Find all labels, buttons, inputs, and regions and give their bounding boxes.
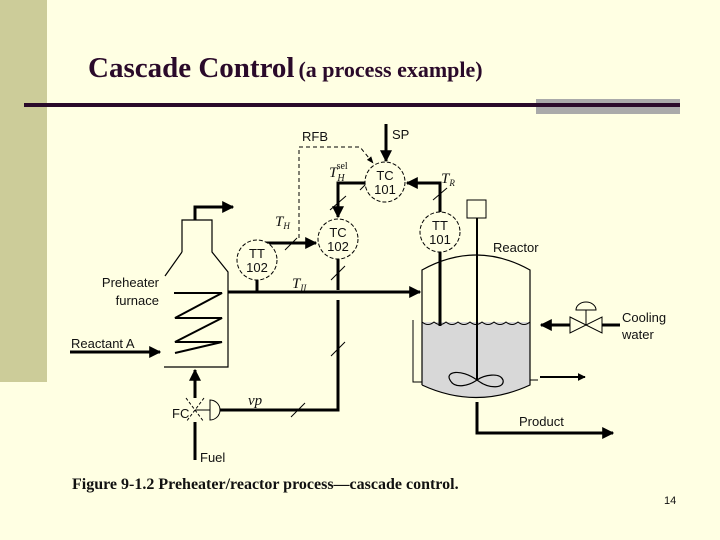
cooling-label-1: Cooling [622,310,666,325]
reactor-vessel [412,199,538,398]
th-sel-signal [332,181,366,219]
tc102-circle[interactable] [317,218,359,260]
tt102-tag: TT [249,246,265,261]
vp-label: vp [248,393,263,409]
product-label: Product [519,414,564,429]
reactor-label: Reactor [493,240,539,255]
preheater-label-1: Preheater [102,275,160,290]
slide-sidebar-bar [0,0,47,382]
th-sel-label: THsel [329,161,348,184]
page-number: 14 [664,495,677,507]
preheater-furnace [164,201,235,368]
product-line [475,402,615,439]
tc102-num: 102 [327,239,349,254]
fuel-label: Fuel [200,450,225,465]
tc102-tag: TC [329,225,346,240]
preheater-label-2: furnace [116,293,159,308]
tt102-num: 102 [246,260,268,275]
slide-title: Cascade Control (a process example) [88,52,483,85]
tc101-num: 101 [374,182,396,197]
reactant-label: Reactant A [71,336,135,351]
rfb-dashed-line [298,146,374,238]
fc-label: FC [172,406,189,421]
tr-label: TR [441,171,455,188]
title-sub: (a process example) [298,57,483,82]
title-main: Cascade Control [88,52,295,84]
tc101-tag: TC [376,168,393,183]
tc101-circle[interactable] [364,161,406,203]
tr-signal [405,177,442,213]
cooling-water-valve[interactable] [569,301,603,334]
rfb-label: RFB [302,129,328,144]
figure-caption: Figure 9-1.2 Preheater/reactor process—c… [72,476,459,493]
cooling-label-2: water [621,327,654,342]
tt101-tag: TT [432,218,448,233]
vp-signal [218,300,340,412]
sp-label: SP [392,127,409,142]
tt101-num: 101 [429,232,451,247]
title-underline [24,103,680,107]
fuel-control-valve[interactable] [185,397,221,423]
tt102-circle[interactable] [236,239,278,281]
th-label: TH [275,214,290,231]
tii-label: TII [292,276,307,293]
